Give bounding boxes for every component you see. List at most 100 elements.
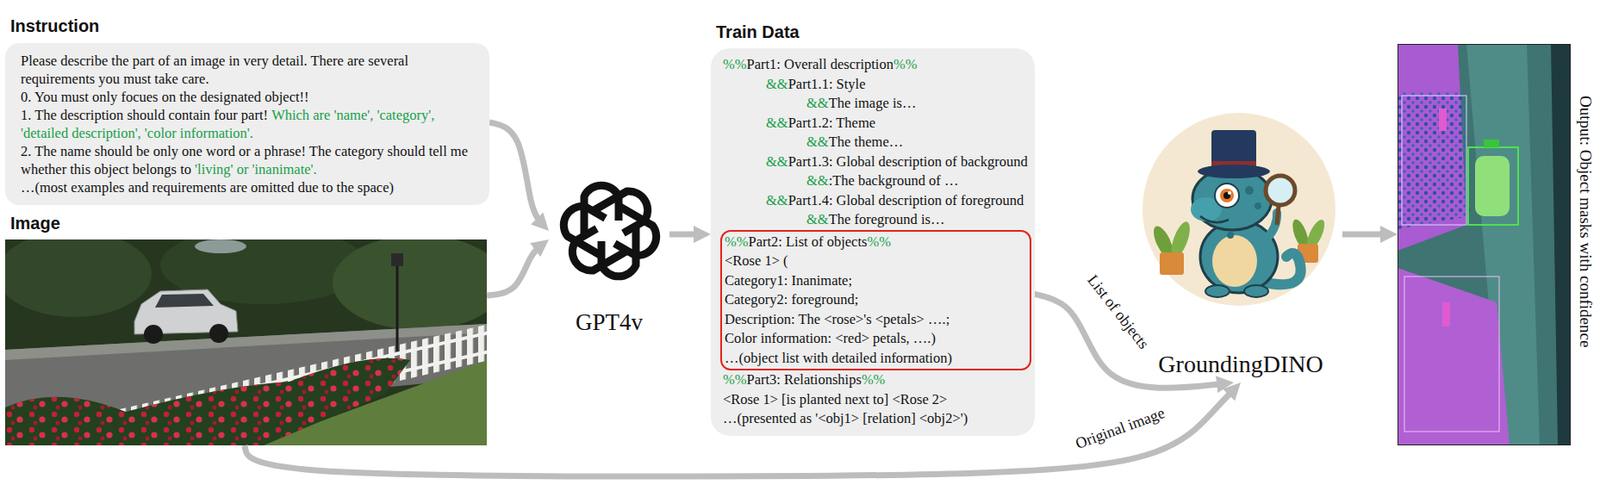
highlight-text: 'living' or 'inanimate'. bbox=[194, 161, 318, 178]
object-list-box: %%Part2: List of objects%% <Rose 1> ( Cate… bbox=[720, 230, 1032, 372]
mask-ground bbox=[1397, 43, 1571, 446]
edge-label: List of objects bbox=[1082, 268, 1155, 355]
train-data-box: Train Data%%Part1: Overall description%%… bbox=[710, 48, 1035, 436]
body-text: Please describe the part of an image in … bbox=[20, 52, 409, 88]
output-masks bbox=[1397, 43, 1571, 446]
body-text: %%Part1: Overall description%% bbox=[722, 56, 917, 73]
mask-region bbox=[1397, 267, 1510, 446]
text-line: Category2: foreground; bbox=[724, 290, 1022, 311]
body-text: &&The image is… bbox=[806, 94, 916, 112]
flow-arrow bbox=[669, 231, 704, 238]
text-line: &&Part1.1: Style bbox=[722, 74, 1028, 95]
car-mask bbox=[1475, 155, 1510, 217]
text-line: %%Part2: List of objects%% bbox=[724, 232, 1022, 253]
mask-edge bbox=[1550, 43, 1571, 446]
mask-dots bbox=[1397, 91, 1470, 230]
body-text: …(object list with detailed information) bbox=[724, 349, 953, 367]
logo-petal bbox=[557, 200, 617, 256]
output-image: Output: Object masks with confidence bbox=[1397, 43, 1571, 446]
edge-label: Original image bbox=[1070, 402, 1170, 455]
body-text: %%Part3: Relationships%% bbox=[722, 371, 885, 388]
spot bbox=[1226, 231, 1234, 239]
detection-box bbox=[1404, 276, 1500, 432]
heading: Instruction bbox=[10, 17, 100, 36]
body bbox=[1200, 220, 1278, 293]
foot bbox=[1205, 285, 1230, 298]
text-line: Color information: <red> petals, ….) bbox=[724, 329, 1022, 349]
box-tag bbox=[1483, 139, 1500, 148]
hat-brim bbox=[1197, 164, 1271, 179]
body-text: <Rose 1> ( bbox=[724, 252, 789, 269]
text-line: %%Part1: Overall description%% bbox=[722, 55, 1028, 75]
body-text: &&Part1.3: Global description of backgro… bbox=[765, 153, 1028, 170]
foot bbox=[1244, 285, 1269, 298]
body-text: GPT4v bbox=[575, 309, 643, 336]
body-text: Description: The <rose>'s <petals> ….; bbox=[724, 311, 950, 328]
instruction-box: InstructionPlease describe the part of a… bbox=[5, 43, 490, 206]
text-line: 0. You must only focues on the designate… bbox=[20, 87, 474, 106]
text-line: Please describe the part of an image in … bbox=[20, 51, 474, 88]
iris bbox=[1220, 188, 1234, 203]
heading: Train Data bbox=[715, 22, 800, 43]
body-text: <Rose 1> [is planted next to] <Rose 2> bbox=[722, 391, 947, 408]
side-caption: Output: Object masks with confidence bbox=[1575, 95, 1595, 348]
spot bbox=[1254, 202, 1262, 210]
pupil bbox=[1223, 192, 1231, 200]
magnifier-handle bbox=[1276, 205, 1279, 225]
arm bbox=[1260, 212, 1277, 244]
text-line: GPT4v bbox=[548, 308, 670, 337]
spot bbox=[1245, 186, 1254, 195]
detection-box bbox=[1468, 147, 1519, 225]
text-line: …(presented as '<obj1> [relation] <obj2>… bbox=[722, 409, 1028, 430]
body-text: &&:The background of … bbox=[806, 172, 959, 189]
body-text: 1. The description should contain four p… bbox=[20, 106, 268, 124]
text-line: &&The image is… bbox=[722, 93, 1028, 114]
flow-arrow bbox=[486, 244, 543, 296]
body-text: &&Part1.1: Style bbox=[765, 75, 866, 93]
flow-arrow bbox=[1342, 231, 1390, 238]
lamp-post bbox=[396, 265, 399, 352]
mascot-backdrop bbox=[1142, 112, 1336, 306]
text-line: <Rose 1> ( bbox=[724, 251, 1022, 272]
image-frame bbox=[1397, 43, 1571, 446]
text-line: …(object list with detailed information) bbox=[724, 348, 1022, 369]
text-line: &&The foreground is… bbox=[722, 210, 1028, 231]
sky-patch bbox=[194, 239, 247, 254]
input-image: Image bbox=[5, 239, 487, 446]
tree-blob bbox=[5, 239, 152, 318]
belly bbox=[1212, 235, 1258, 287]
body-text: Category1: Inanimate; bbox=[724, 272, 853, 289]
body-text: Category2: foreground; bbox=[724, 291, 859, 308]
car bbox=[134, 289, 238, 344]
model-node: GPT4v bbox=[548, 172, 670, 337]
text-line: %%Part3: Relationships%% bbox=[722, 370, 1028, 391]
detection-box bbox=[1401, 95, 1467, 225]
text-line: <Rose 1> [is planted next to] <Rose 2> bbox=[722, 390, 1028, 411]
car-wheel bbox=[209, 323, 229, 343]
eye bbox=[1214, 183, 1239, 208]
mouth bbox=[1200, 216, 1229, 223]
lamp-head bbox=[391, 253, 404, 267]
body-text: %%Part2: List of objects%% bbox=[724, 233, 891, 250]
car-window bbox=[155, 293, 214, 308]
text-line: &&:The background of … bbox=[722, 171, 1028, 192]
photo bbox=[5, 239, 487, 446]
body-text: GroundingDINO bbox=[1157, 350, 1323, 378]
box-tag bbox=[1442, 302, 1451, 327]
body-text: …(most examples and requirements are omi… bbox=[20, 179, 394, 196]
text-line: …(most examples and requirements are omi… bbox=[20, 178, 474, 197]
text-line: GroundingDINO bbox=[1139, 349, 1343, 380]
body-text: …(presented as '<obj1> [relation] <obj2>… bbox=[722, 410, 968, 427]
body-text: Color information: <red> petals, ….) bbox=[724, 329, 936, 347]
eye-highlight bbox=[1227, 191, 1232, 195]
body-text: &&Part1.4: Global description of foregro… bbox=[765, 192, 1024, 209]
tree-blob bbox=[332, 239, 487, 330]
heading: Image bbox=[10, 213, 61, 234]
body-text: &&The foreground is… bbox=[806, 211, 945, 228]
box-tag bbox=[1438, 108, 1447, 131]
car-wheel bbox=[143, 324, 163, 344]
detector-node: GroundingDINO bbox=[1139, 108, 1343, 383]
text-line: Description: The <rose>'s <petals> ….; bbox=[724, 310, 1022, 330]
